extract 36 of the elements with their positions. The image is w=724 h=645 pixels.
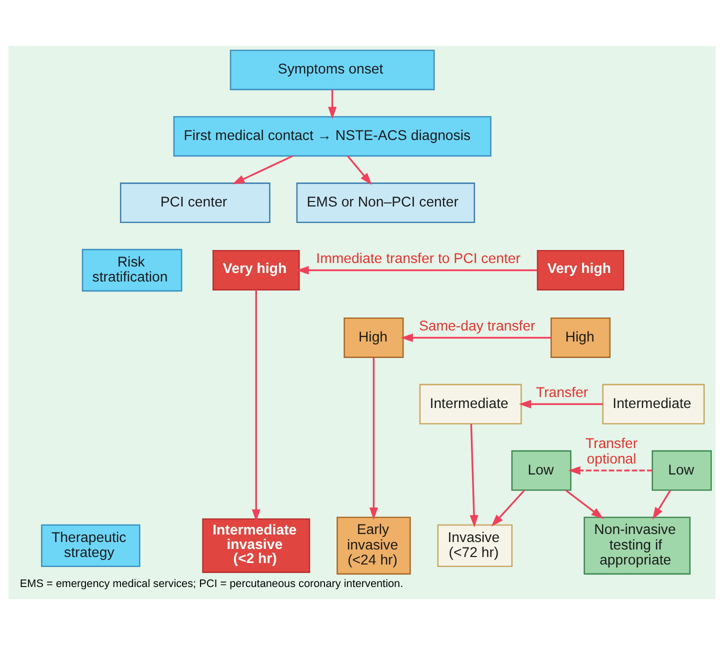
arrow	[347, 155, 372, 185]
node-box: Non-invasive testing if appropriate	[584, 516, 691, 575]
node-box: PCI center	[120, 182, 270, 223]
node-box: Very high	[536, 250, 624, 290]
node-box: First medical contact → NSTE-ACS diagnosis	[173, 116, 492, 157]
arrow	[232, 155, 294, 184]
arrow	[369, 357, 378, 520]
node-box: Risk stratification	[82, 248, 182, 292]
caption: EMS = emergency medical services; PCI = percutaneous coronary intervention.	[20, 578, 404, 590]
arrow	[568, 466, 652, 475]
edge-label: Transfer optional	[585, 435, 638, 466]
arrow	[252, 290, 260, 522]
node-box: Low	[511, 450, 572, 491]
node-box: Intermediate	[419, 384, 522, 424]
node-box: Very high	[212, 250, 300, 290]
arrow	[400, 333, 551, 342]
edge-label: Same-day transfer	[418, 318, 536, 334]
node-box: Low	[652, 450, 712, 491]
edge-label: Transfer	[536, 384, 588, 400]
arrow	[491, 490, 525, 527]
edge-label: Immediate transfer to PCI center	[316, 250, 521, 266]
arrow	[296, 266, 538, 275]
node-box: Intermediate	[602, 384, 705, 424]
node-box: Symptoms onset	[230, 50, 435, 90]
node-box: EMS or Non–PCI center	[296, 182, 476, 223]
arrow	[652, 490, 672, 520]
node-box: Intermediate invasive (<2 hr)	[202, 518, 310, 573]
arrow	[565, 490, 604, 519]
arrow	[518, 400, 603, 408]
node-box: Invasive (<72 hr)	[437, 524, 513, 567]
arrow	[328, 90, 337, 120]
node-box: High	[550, 318, 611, 358]
node-box: Early invasive (<24 hr)	[336, 516, 411, 575]
arrow	[470, 424, 478, 528]
node-box: Therapeutic strategy	[41, 524, 140, 567]
node-box: High	[344, 318, 404, 358]
